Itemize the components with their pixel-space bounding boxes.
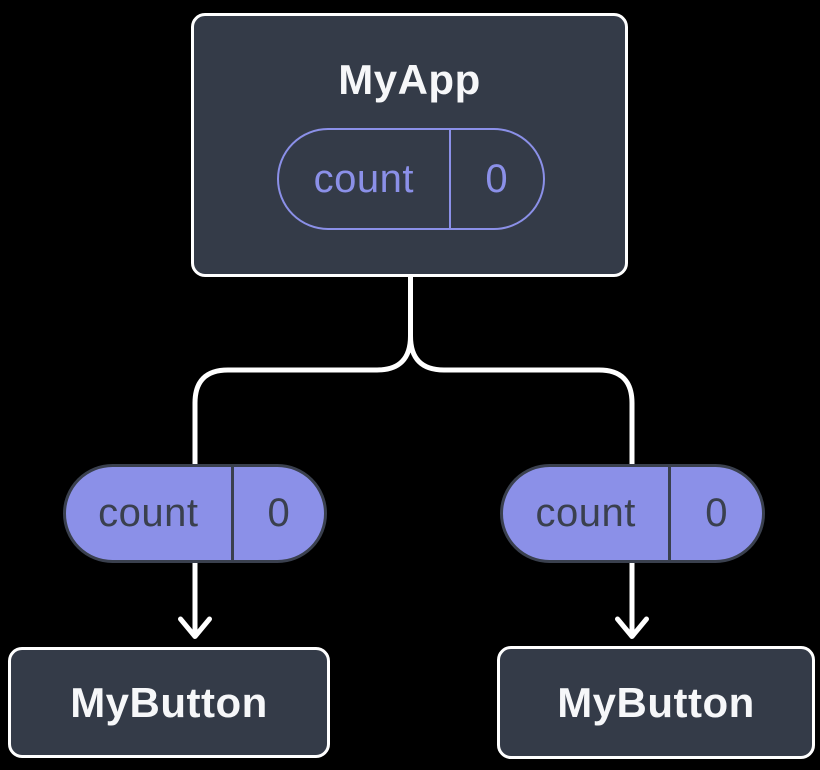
right-prop-pill: count 0: [500, 464, 765, 563]
right-mybutton-box: MyButton: [497, 646, 815, 759]
left-prop-value: 0: [267, 491, 291, 535]
left-prop-name: count: [66, 467, 234, 560]
myapp-box: MyApp count 0: [191, 13, 628, 277]
connector-branch-left: [192, 333, 413, 635]
left-prop-pill: count 0: [63, 464, 327, 563]
myapp-title: MyApp: [338, 56, 481, 103]
right-prop-value: 0: [705, 491, 729, 535]
arrow-head-right: [615, 616, 649, 639]
root-state-value: 0: [485, 156, 509, 201]
right-prop-name: count: [503, 467, 672, 560]
right-mybutton-title: MyButton: [557, 678, 755, 726]
left-mybutton-title: MyButton: [70, 678, 268, 726]
arrow-head-left: [178, 616, 212, 639]
root-state-pill: count 0: [277, 128, 545, 230]
connector-branch-right: [408, 333, 635, 635]
left-mybutton-box: MyButton: [8, 647, 330, 758]
root-state-name: count: [279, 130, 451, 228]
